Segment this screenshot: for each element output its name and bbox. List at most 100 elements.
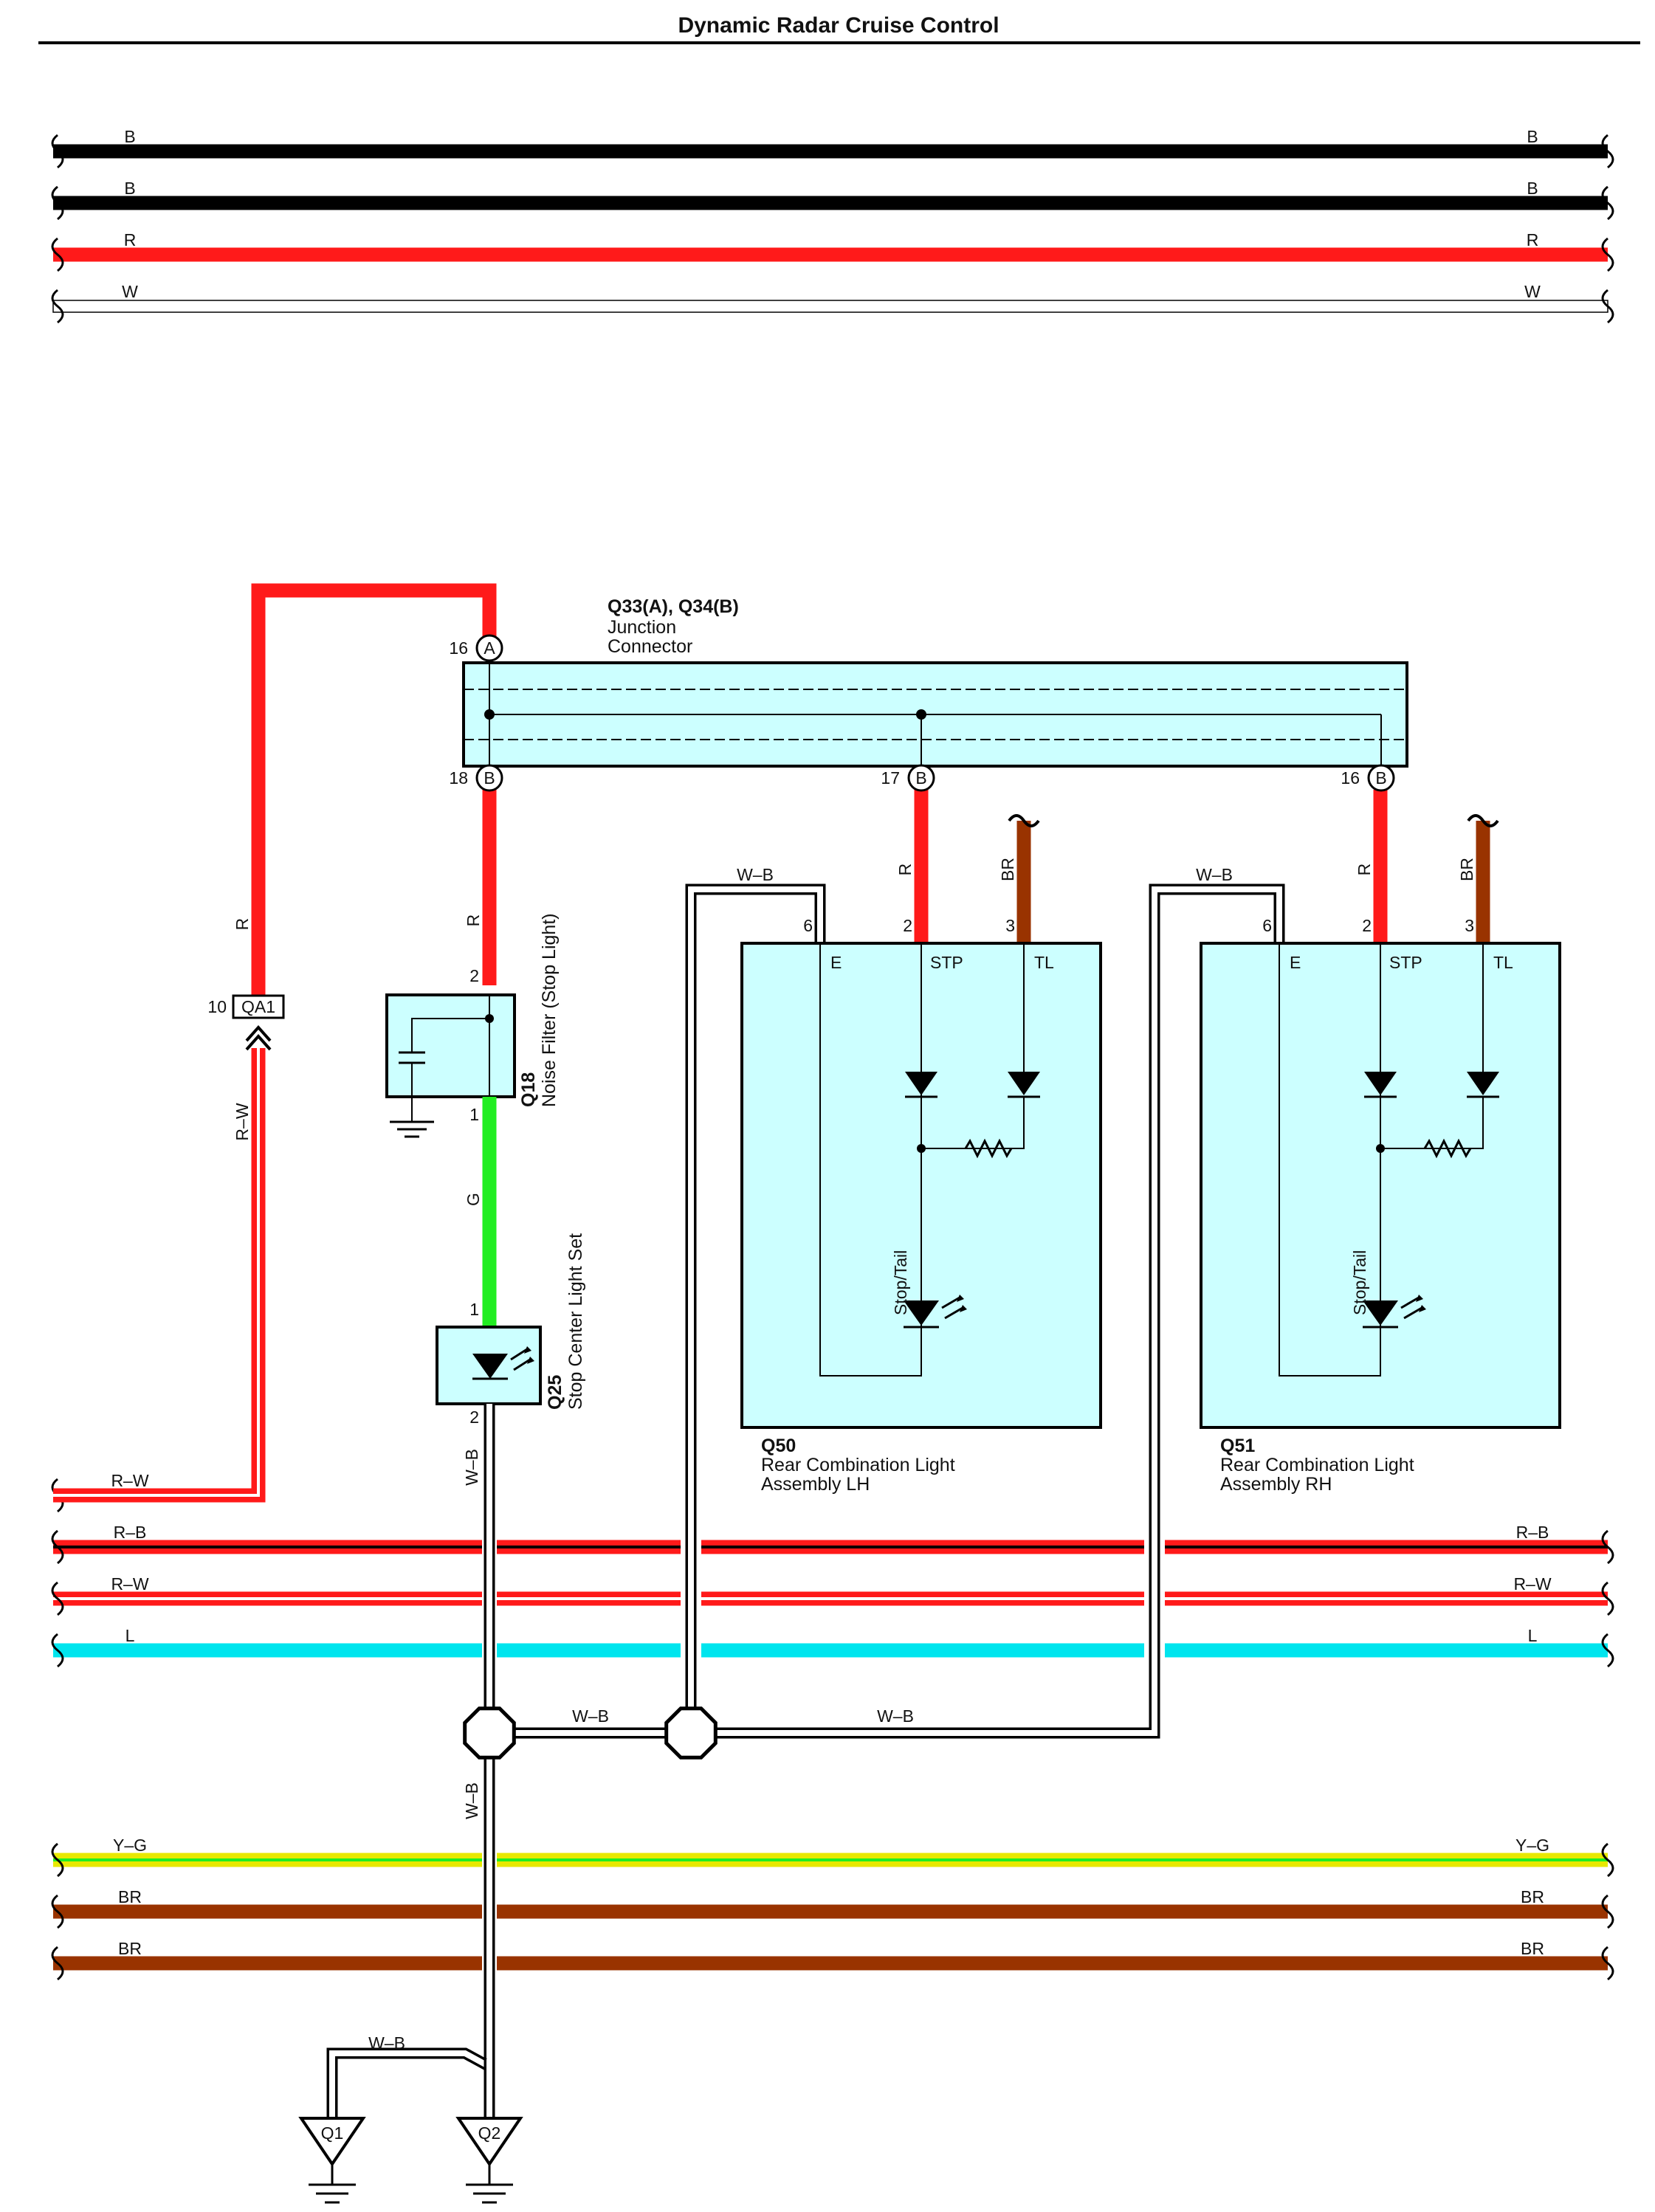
lamp-1-terminal-tl: TL [1493,953,1513,972]
lamp-0-wire-stp: R [895,864,915,876]
noise-filter-q18 [385,993,516,1138]
stop-center-pin-bottom: 2 [469,1408,479,1427]
lamp-0-wire-e: W–B [737,865,774,884]
top-wire-1-label-left: B [124,179,135,198]
pin-circle-b18 [475,764,503,792]
stop-center-name: Stop Center Light Set [565,1233,586,1410]
feed-wire-code: R [233,918,252,931]
noise-filter-id: Q18 [518,1072,539,1107]
mid-wire-0-label-left: R–W [111,1471,148,1490]
r-w-wire-qa1 [53,1048,266,1503]
top-wire-0-label-right: B [1527,127,1538,146]
mid-wire-2-label-left: R–W [111,1574,148,1593]
noise-filter-pin-bottom: 1 [469,1105,479,1124]
qa1-lower-wire-code: R–W [233,1103,252,1140]
pin-b16-number: 16 [1341,768,1360,788]
lamp-1-name-2: Assembly RH [1220,1474,1332,1495]
lamp-1-id: Q51 [1220,1436,1255,1456]
mid-wire-3-label-left: L [125,1626,135,1645]
lamp-0-pin-tl: 3 [1005,916,1015,935]
lamp-1-pin-stp: 2 [1362,916,1372,935]
mid-wire-1-label-left: R–B [114,1523,147,1542]
feed-wire-r [251,583,497,1011]
splice-left-icon [463,1706,516,1760]
lamp-0-pin-e: 6 [803,916,813,935]
pin-circle-a16 [475,634,503,662]
w-b-wires [326,883,1285,2118]
lamp-0-name-1: Rear Combination Light [761,1455,955,1475]
splice-left-wire-code: W–B [572,1706,609,1726]
top-wire-3-label-right: W [1524,282,1541,301]
junction-connector-box [462,661,1408,768]
pin-b17-number: 17 [881,768,900,788]
lamp-0-terminal-tl: TL [1034,953,1054,972]
lamp-0-terminal-stp: STP [930,953,963,972]
splice-right-wire-code: W–B [877,1706,914,1726]
splice-layer [463,1520,1165,1993]
pin-b17-letter: B [915,768,926,788]
stop-center-light-q25 [436,1326,542,1405]
lamp-1-wire-tl: BR [1457,858,1476,881]
lamp-1-pin-tl: 3 [1465,916,1474,935]
lamp-0-bulb-label: Stop/Tail [891,1250,910,1315]
ground-q1-label: Q1 [321,2123,344,2143]
page-title: Dynamic Radar Cruise Control [678,13,999,38]
ground-branch-wire-code: W–B [368,2033,405,2053]
connector-qa1-pin: 10 [207,997,227,1016]
junction-connector-name-2: Connector [608,636,692,657]
top-wire-2-label-right: R [1527,230,1539,249]
g-wire-code: G [464,1193,483,1206]
splice-down-wire-code: W–B [462,1782,481,1819]
ground-q2 [455,2117,523,2204]
mid-wire-2-label-right: R–W [1513,1574,1551,1593]
pin-a16-number: 16 [449,638,468,658]
bottom-wire-0-label-right: Y–G [1515,1836,1549,1855]
bottom-wire-0-label-left: Y–G [113,1836,147,1855]
stop-center-pin-top: 1 [469,1300,479,1319]
stop-center-wire-out: W–B [462,1449,481,1486]
lamp-1-terminal-e: E [1290,953,1301,972]
top-wire-2-label-left: R [124,230,137,249]
noise-filter-name: Noise Filter (Stop Light) [539,913,560,1107]
noise-filter-wire-code: R [464,914,483,927]
ground-q2-label: Q2 [478,2123,501,2143]
mid-wire-2: R–W R–W [51,1574,1614,1616]
top-wire-0-label-left: B [124,127,135,146]
mid-wire-3-label-right: L [1528,1626,1538,1645]
lamp-1-pin-e: 6 [1262,916,1272,935]
pin-b18-number: 18 [449,768,468,788]
lamp-1-wire-e: W–B [1196,865,1233,884]
lamp-0-wire-tl: BR [998,858,1017,881]
bottom-wire-2-label-left: BR [118,1939,142,1958]
lamp-1-name-1: Rear Combination Light [1220,1455,1414,1475]
mid-wire-1-label-right: R–B [1516,1523,1549,1542]
pin-b16-letter: B [1375,768,1386,788]
connector-qa1 [232,994,285,1051]
lamp-0-pin-stp: 2 [903,916,912,935]
ground-q1 [298,2117,366,2204]
connector-qa1-label: QA1 [241,997,275,1016]
bottom-wire-0: Y–G Y–G [51,1836,1614,1878]
lamp-0-id: Q50 [761,1436,796,1456]
top-wire-1-label-right: B [1527,179,1538,198]
junction-connector-name-1: Junction [608,617,676,638]
lamp-1-terminal-stp: STP [1389,953,1422,972]
mid-wire-1: R–B R–B [51,1523,1614,1565]
noise-filter-pin-top: 2 [469,966,479,985]
lamp-1-wire-stp: R [1355,864,1374,876]
bottom-wire-1-label-right: BR [1521,1887,1544,1906]
splice-right-icon [664,1706,718,1760]
top-wire-3-label-left: W [122,282,138,301]
pin-circle-b17 [907,764,935,792]
